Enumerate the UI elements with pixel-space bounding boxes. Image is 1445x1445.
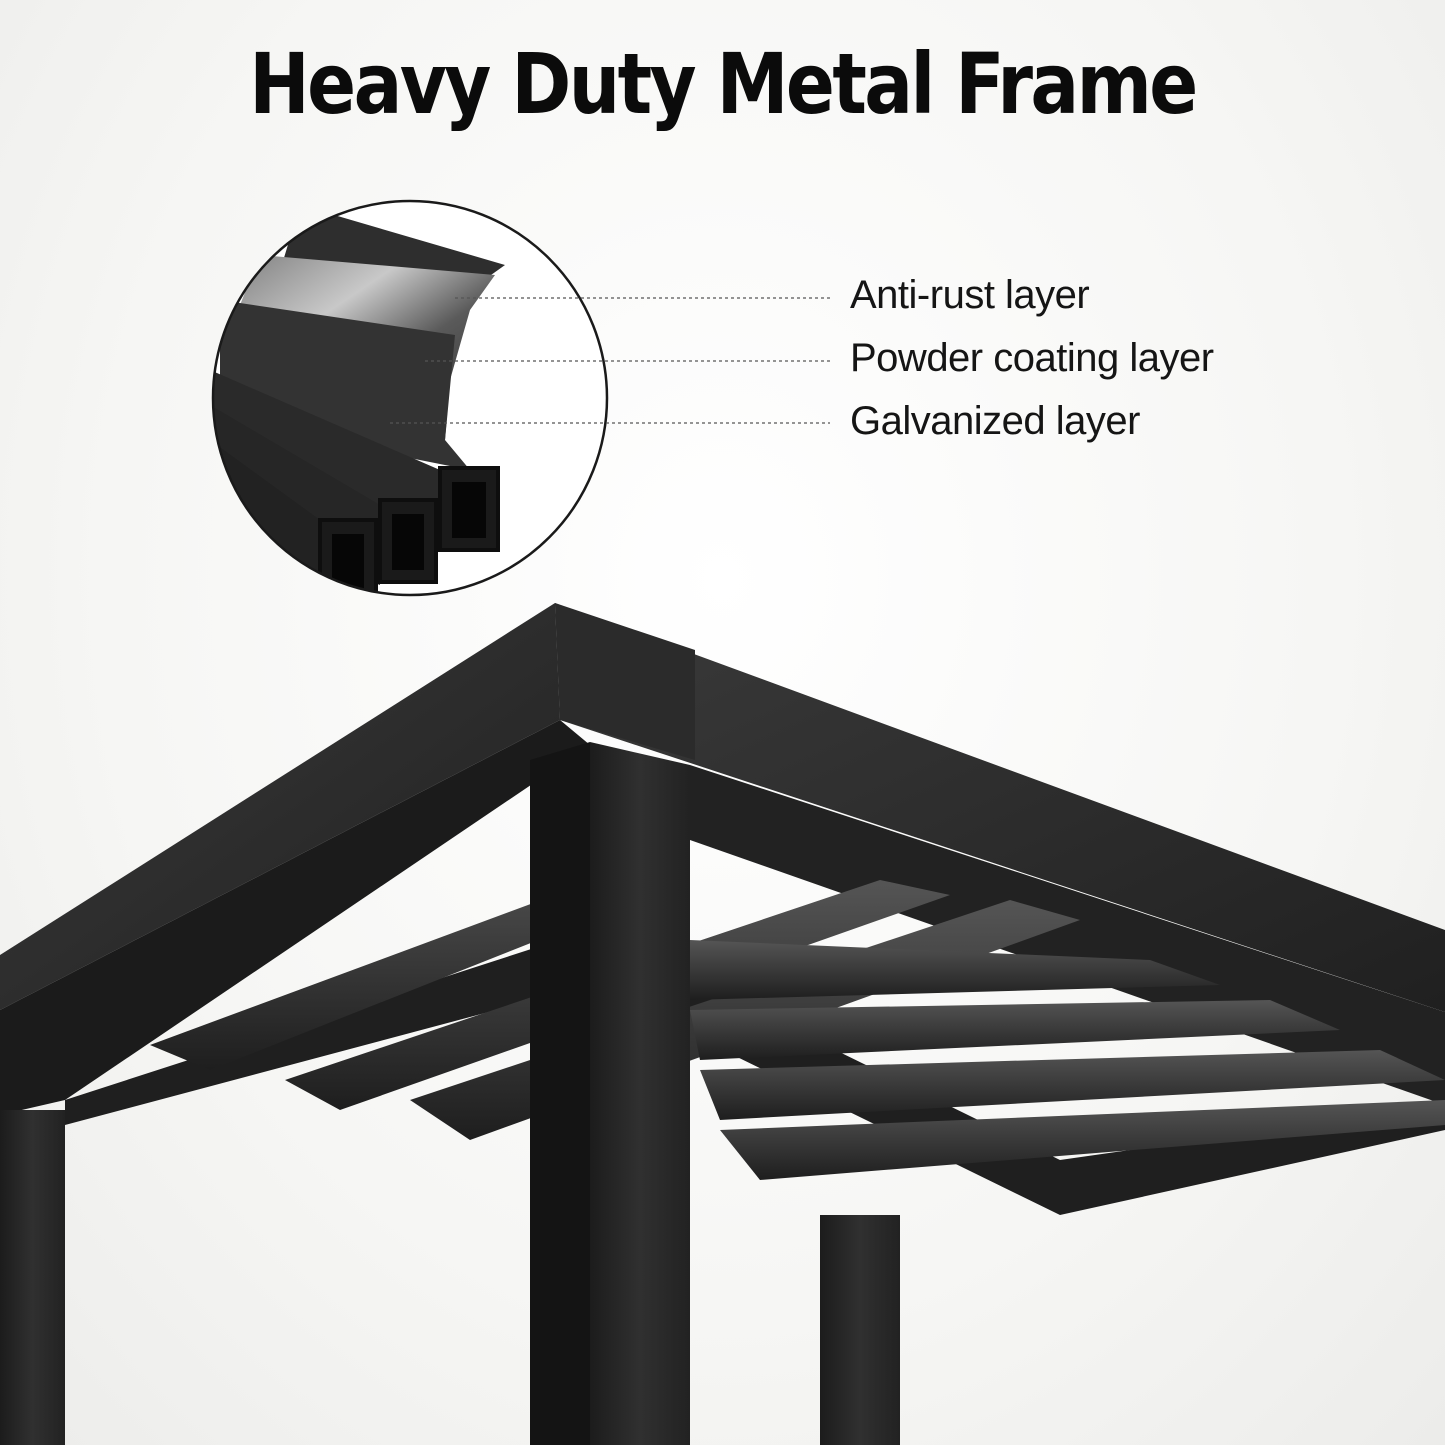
right-rail-top [555,603,1445,1012]
table-frame [0,603,1445,1445]
headline-title: Heavy Duty Metal Frame [249,35,1198,133]
back-right-leg [820,1215,900,1445]
back-rail [65,930,1445,1215]
callout-powder-coating-layer: Powder coating layer [850,336,1214,380]
left-rail-top [0,603,560,1010]
front-leg-side [530,742,590,1445]
callout-leaders [390,297,830,424]
callout-anti-rust-layer: Anti-rust layer [850,273,1090,317]
left-rail-side [0,720,590,1115]
callout-galvanized-layer: Galvanized layer [850,399,1140,443]
tube-detail-inset [211,199,609,597]
front-leg [590,742,690,1445]
frame-corner-cap [555,603,695,760]
left-leg [0,1110,65,1445]
